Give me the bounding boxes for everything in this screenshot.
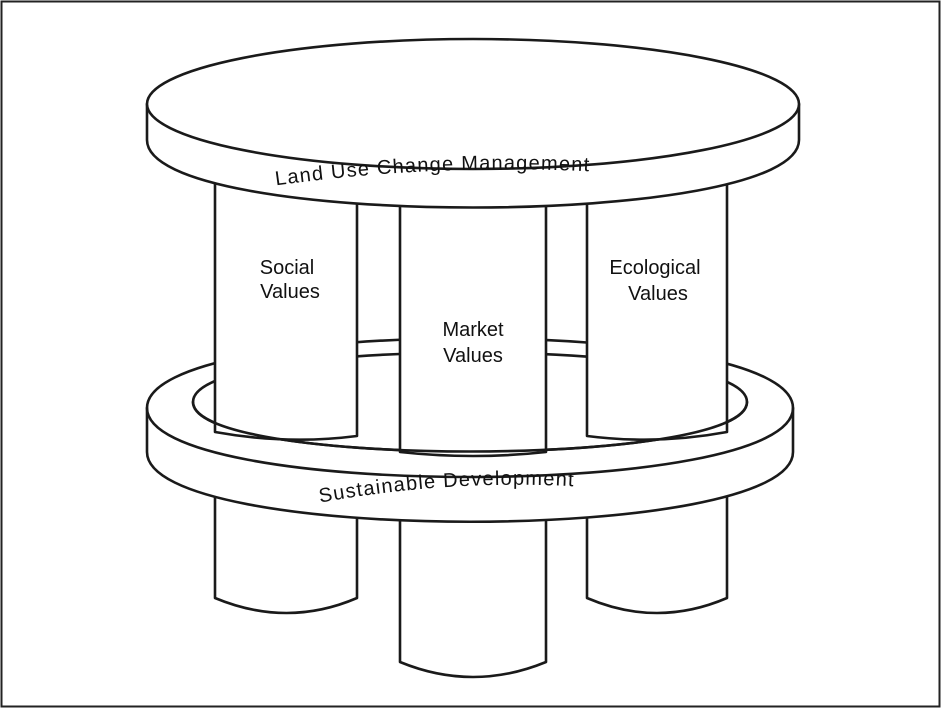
- pillar-columns: [213, 178, 729, 458]
- pillar-social: [213, 178, 359, 441]
- ring-opening-front: [191, 400, 749, 453]
- pillar-market-line1: Market: [442, 319, 504, 341]
- pillar-market: [398, 178, 548, 458]
- pillar-ecological: [585, 178, 729, 441]
- pillar-ecological-line1: Ecological: [609, 257, 700, 279]
- pillar-social-line2: Values: [260, 281, 320, 303]
- top-disc: [145, 37, 801, 209]
- pillar-ecological-line2: Values: [628, 283, 688, 305]
- pillar-market-line2: Values: [443, 345, 503, 367]
- pillar-social-line1: Social: [260, 257, 314, 279]
